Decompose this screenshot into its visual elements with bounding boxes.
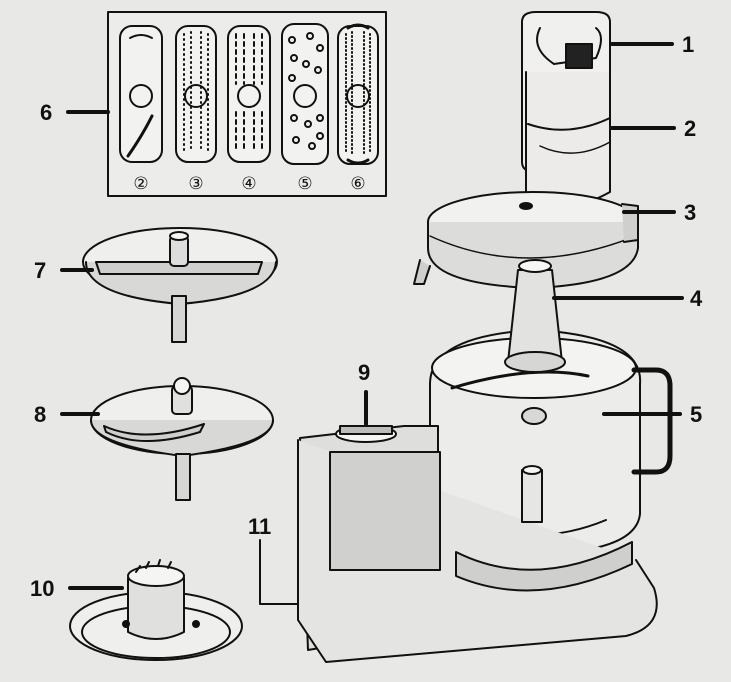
disc-panel <box>107 11 387 197</box>
callout-5: 5 <box>690 402 702 427</box>
callout-6: 6 <box>40 100 52 125</box>
leader-lines <box>60 42 684 590</box>
disc-label-5: ⑤ <box>297 174 312 193</box>
callout-1: 1 <box>682 32 694 57</box>
lid <box>413 191 639 289</box>
disc-blade-5 <box>281 23 329 165</box>
disc-blade-6 <box>337 23 379 165</box>
motor-base <box>297 425 658 663</box>
disc-blade-2 <box>119 25 163 163</box>
disc-label-6: ⑥ <box>350 174 365 193</box>
disc-blade-4 <box>227 25 271 163</box>
disc-labels: ② ③ ④ ⑤ ⑥ <box>133 174 365 193</box>
callout-numbers: 1 2 3 4 5 6 7 8 9 10 11 <box>30 32 703 601</box>
blade-holder <box>69 559 243 661</box>
disc-blade-3 <box>175 25 217 163</box>
disc-label-4: ④ <box>241 174 256 193</box>
power-cord <box>259 567 299 605</box>
grating-disc <box>90 377 274 501</box>
disc-label-3: ③ <box>188 174 203 193</box>
disc-label-2: ② <box>133 174 148 193</box>
slicing-disc <box>82 227 278 343</box>
callout-4: 4 <box>690 286 703 311</box>
callout-8: 8 <box>34 402 46 427</box>
callout-3: 3 <box>684 200 696 225</box>
feed-tube <box>525 71 611 208</box>
callout-2: 2 <box>684 116 696 141</box>
callout-11: 11 <box>248 514 271 539</box>
callout-9: 9 <box>358 360 370 385</box>
spindle-stem <box>504 259 566 373</box>
callout-7: 7 <box>34 258 46 283</box>
callout-10: 10 <box>30 576 54 601</box>
